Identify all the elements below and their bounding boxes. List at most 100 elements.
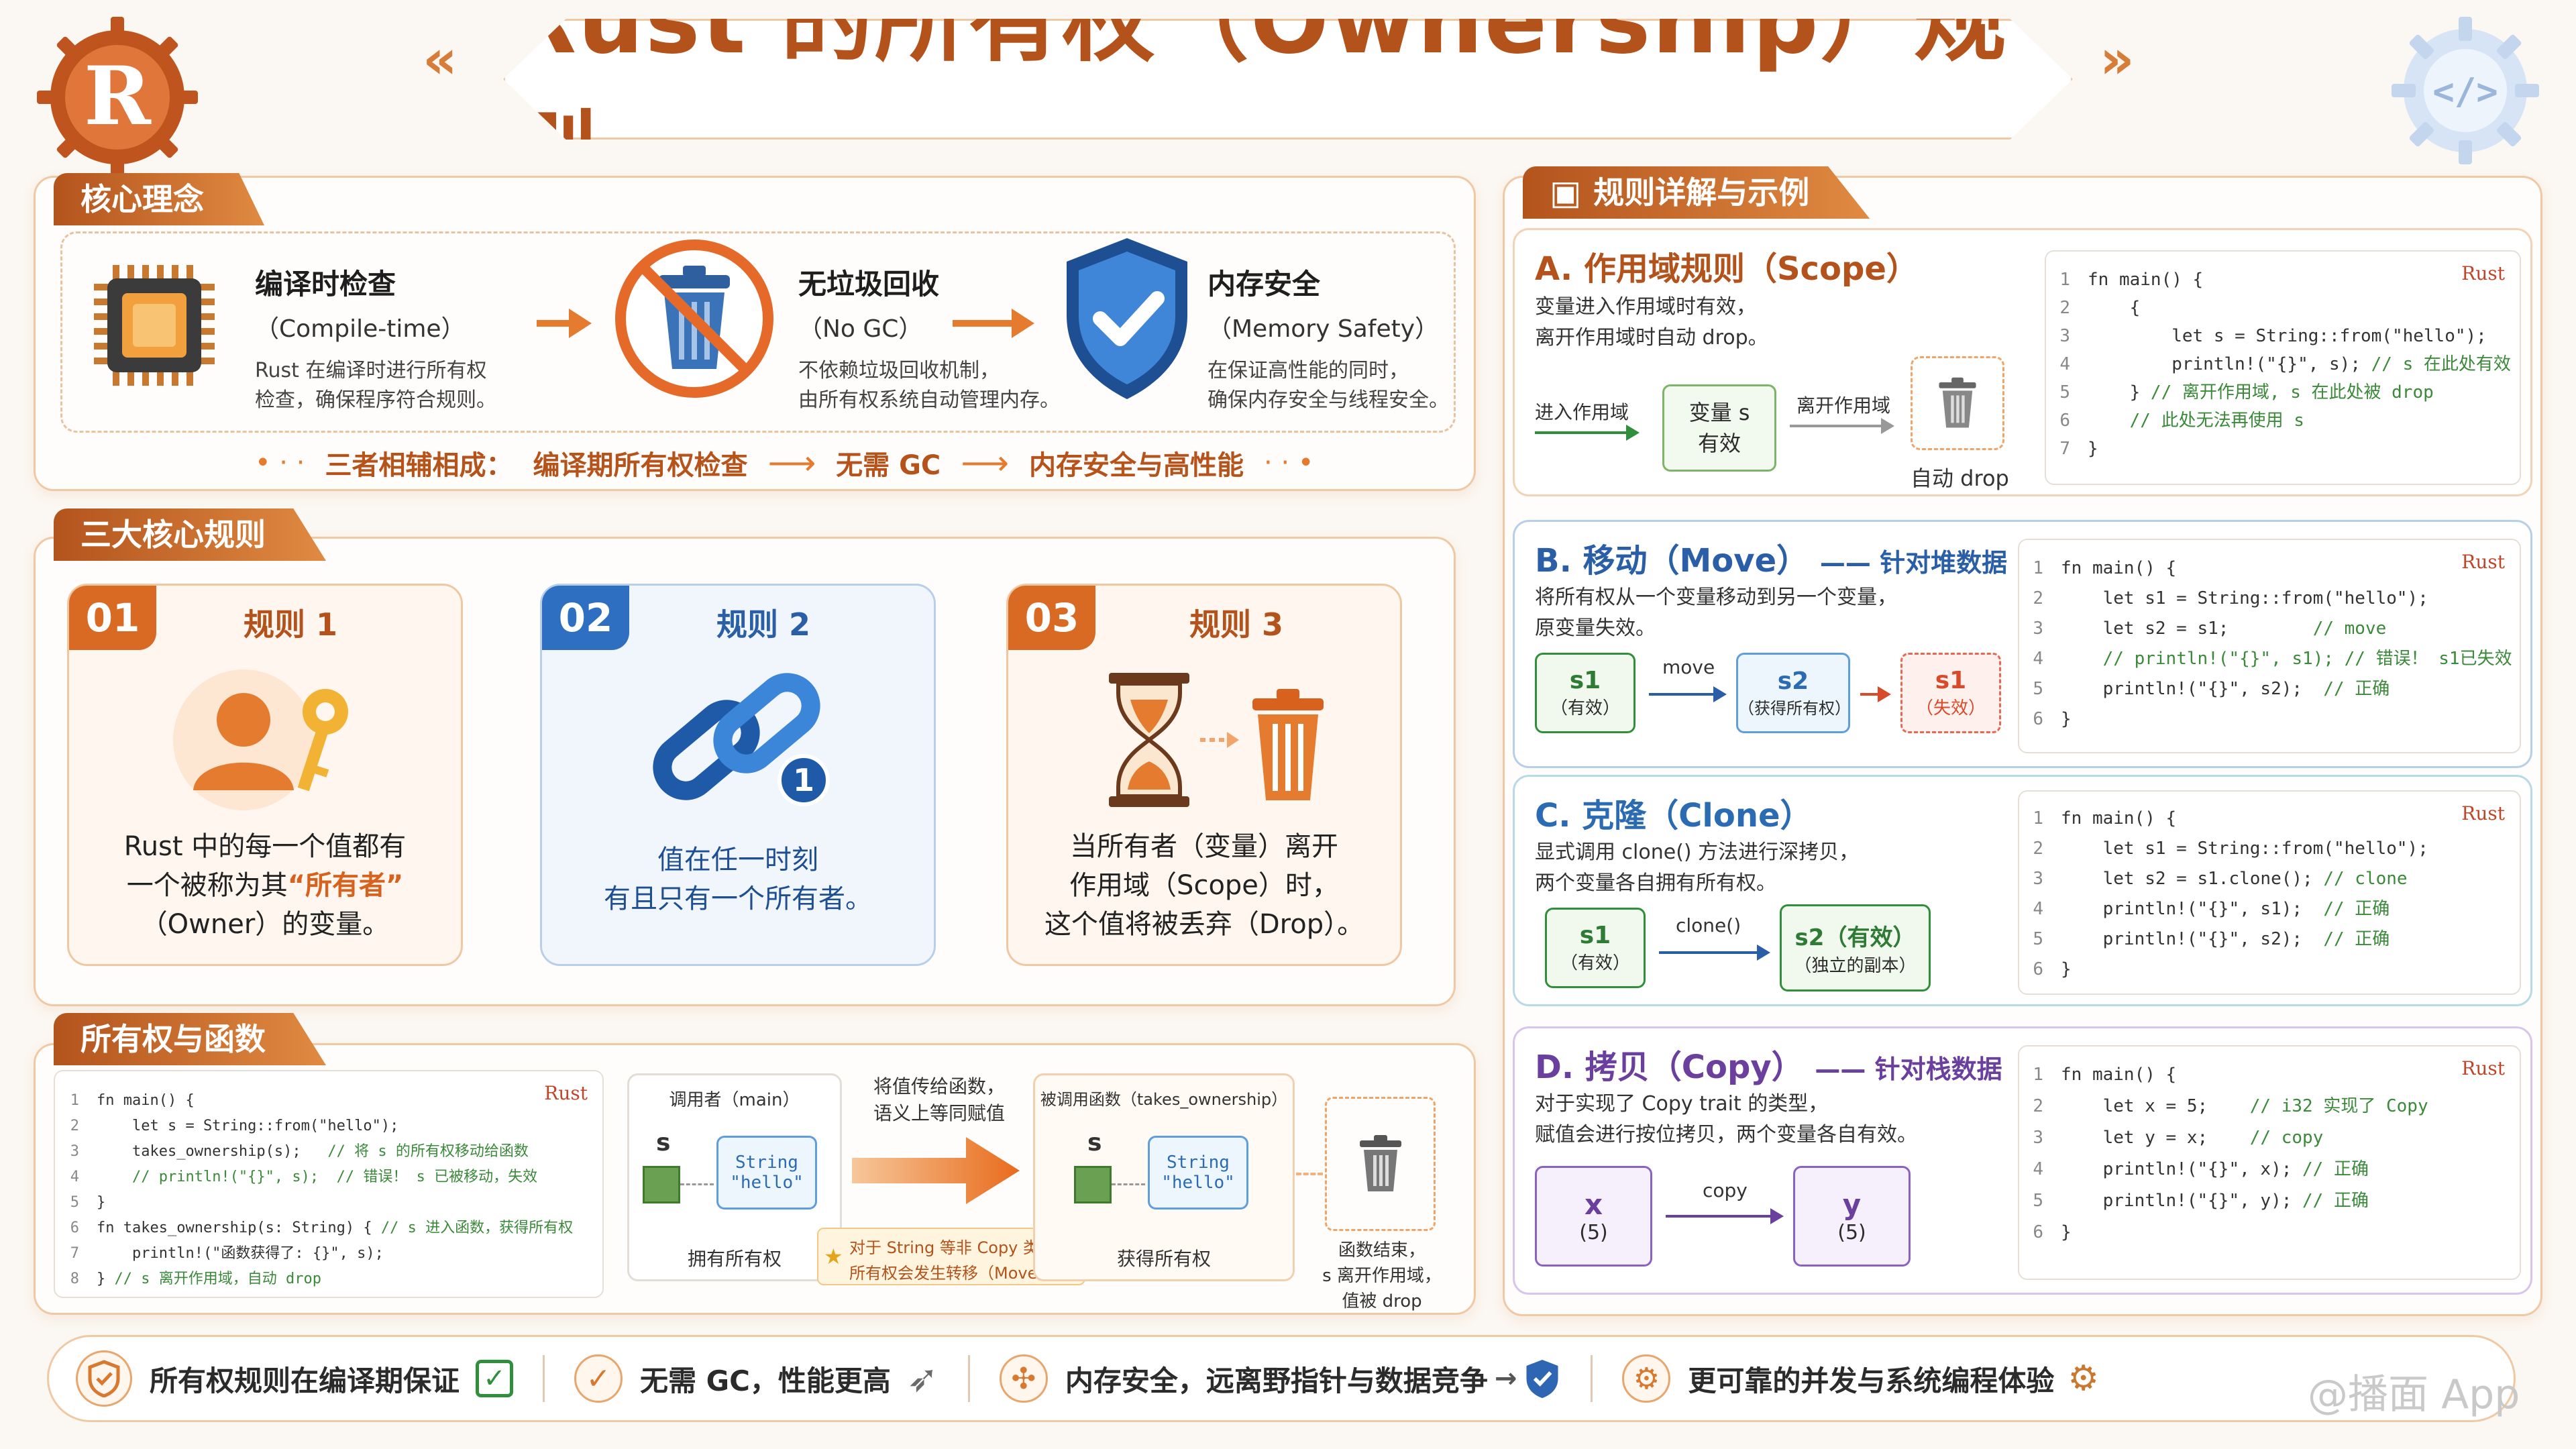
core-item-title: 内存安全 [1208, 268, 1321, 301]
s1-invalid-box: s1 （失效） [1900, 653, 2001, 733]
code-text: let s1 = String::from("hello"); [2061, 839, 2428, 859]
move-title-tail: —— 针对堆数据 [1819, 548, 2008, 578]
summary-c: 内存安全与高性能 [1028, 450, 1244, 481]
line-number: 7 [2059, 439, 2070, 459]
var-name: s1 [1935, 667, 1967, 694]
code-line: 7} [2046, 434, 2098, 464]
code-comment: // 正确 [2323, 679, 2390, 699]
code-line: 3 let s2 = s1; // move [2019, 614, 2386, 643]
rules-tab: 三大核心规则 [54, 508, 326, 561]
summary-b: 无需 GC [836, 450, 941, 481]
var-value: (5) [1837, 1221, 1866, 1244]
code-text: let s = String::from("hello"); [97, 1118, 399, 1134]
code-line: 5 println!("{}", s2); // 正确 [2019, 674, 2390, 704]
owner-highlight: “所有者” [287, 870, 404, 901]
box-line: 有效 [1697, 431, 1741, 456]
desc-line: 原变量失效。 [1535, 616, 1656, 640]
desc-line: 离开作用域时自动 drop。 [1535, 326, 1768, 350]
footer-text: 内存安全，远离野指针与数据竞争 [1065, 1364, 1488, 1397]
code-text: fn main() { [2088, 270, 2204, 290]
code-line: 4 println!("{}", s1); // 正确 [2019, 894, 2390, 924]
no-trash-icon [610, 228, 778, 409]
desc-line: 检查，确保程序符合规则。 [255, 388, 496, 412]
code-text: println!("{}", s); // s 在此处有效 [2088, 354, 2511, 374]
code-line: 4 // println!("{}", s); // 错误！ s 已被移动，失效 [55, 1163, 537, 1192]
footer-text: 更可靠的并发与系统编程体验 [1688, 1364, 2055, 1397]
big-arrow-icon [852, 1134, 1020, 1208]
code-comment: // s 在此处有效 [2371, 354, 2511, 374]
s1-valid-box: s1 （有效） [1535, 653, 1635, 733]
drop-box [1911, 356, 2004, 450]
line-number: 1 [2059, 270, 2070, 290]
code-line: 1 fn main() { [2046, 265, 2203, 294]
code-lang-tag: Rust [2461, 802, 2505, 824]
move-note: ★ 对于 String 等非 Copy 类型， 所有权会发生转移（Move）。 [817, 1228, 1085, 1285]
code-text: println!("{}", s2); // 正确 [2061, 679, 2390, 699]
heap-dotted-line [1112, 1183, 1145, 1185]
rule-text-line: 这个值将被丢弃（Drop）。 [1044, 909, 1364, 940]
own-label: 拥有所有权 [687, 1248, 782, 1270]
line-number: 5 [2033, 929, 2043, 949]
code-line: 5} [55, 1188, 106, 1218]
core-item-sub: （No GC） [798, 315, 923, 343]
title-banner: Rust 的所有权（Ownership）规则 [503, 19, 2073, 140]
code-text: let s2 = s1.clone(); // clone [2061, 869, 2408, 889]
code-lang-tag: Rust [544, 1082, 588, 1104]
rule-text-line: 一个被称为其“所有者” [69, 866, 461, 905]
code-part [2061, 649, 2103, 669]
x-box: x (5) [1535, 1166, 1652, 1267]
line-number: 5 [2033, 679, 2043, 699]
line-number: 8 [70, 1271, 79, 1287]
rule-card-3: 03 规则 3 当所有者（变量）离开 作用域（Scope）时， 这个值将被丢弃（… [1006, 584, 1402, 966]
line-number: 3 [2033, 619, 2043, 639]
rule-label: 规则 2 [716, 606, 811, 643]
code-text: } [2061, 959, 2072, 979]
footer-item: ⚙ 更可靠的并发与系统编程体验 ⚙ [1622, 1354, 2099, 1403]
chip-icon [80, 252, 228, 399]
trash-icon [1359, 1135, 1401, 1191]
code-text: } [97, 1194, 106, 1211]
gear-icon: ⚙ [2068, 1358, 2100, 1399]
var-state: （获得所有权） [1738, 699, 1851, 718]
rule-text-line: 当所有者（变量）离开 [1070, 831, 1338, 862]
footer-item: 所有权规则在编译期保证 ✓ [76, 1350, 514, 1407]
var-name: y [1842, 1188, 1862, 1221]
code-comment: // 正确 [2323, 929, 2390, 949]
code-part: println!("{}", x); [2061, 1159, 2303, 1179]
copy-op-label: copy [1703, 1179, 1748, 1201]
code-line: 7 println!("函数获得了: {}", s); [55, 1239, 384, 1269]
var-name: s1 [1579, 922, 1611, 949]
code-line: 3 takes_ownership(s); // 将 s 的所有权移动给函数 [55, 1137, 529, 1167]
code-line: 6} [2019, 1218, 2072, 1247]
desc-line: 赋值会进行按位拷贝，两个变量各自有效。 [1535, 1123, 1917, 1146]
copy-title-main: D. 拷贝（Copy） [1535, 1049, 1804, 1086]
details-tab-label: 规则详解与示例 [1593, 174, 1810, 211]
y-box: y (5) [1793, 1166, 1911, 1267]
move-label: move [1662, 656, 1715, 678]
code-line: 2 let s1 = String::from("hello"); [2019, 584, 2428, 613]
desc-line: 确保内存安全与线程安全。 [1208, 388, 1449, 412]
line-number: 1 [70, 1092, 79, 1109]
var-state: （独立的副本） [1794, 956, 1917, 976]
stack-slot [643, 1166, 680, 1203]
code-line: 3 let y = x; // copy [2019, 1123, 2323, 1152]
clone-card: C. 克隆（Clone） 显式调用 clone() 方法进行深拷贝， 两个变量各… [1513, 775, 2532, 1006]
line-number: 7 [70, 1245, 79, 1262]
arrow-right-icon [1649, 686, 1727, 702]
line-number: 3 [2033, 869, 2043, 889]
heap-dotted-line [680, 1183, 714, 1185]
footer-separator [967, 1355, 970, 1402]
rule-number: 02 [542, 586, 629, 650]
svg-text:</>: </> [2432, 70, 2498, 113]
code-part [2088, 411, 2130, 431]
core-item-title: 编译时检查 [255, 268, 396, 301]
shield-check-icon [1526, 1360, 1558, 1399]
core-item-title: 无垃圾回收 [798, 268, 940, 301]
code-text: } [2061, 1222, 2072, 1242]
summary-lead: 三者相辅相成： [325, 450, 513, 481]
note-line: 所有权会发生转移（Move）。 [849, 1264, 1062, 1283]
